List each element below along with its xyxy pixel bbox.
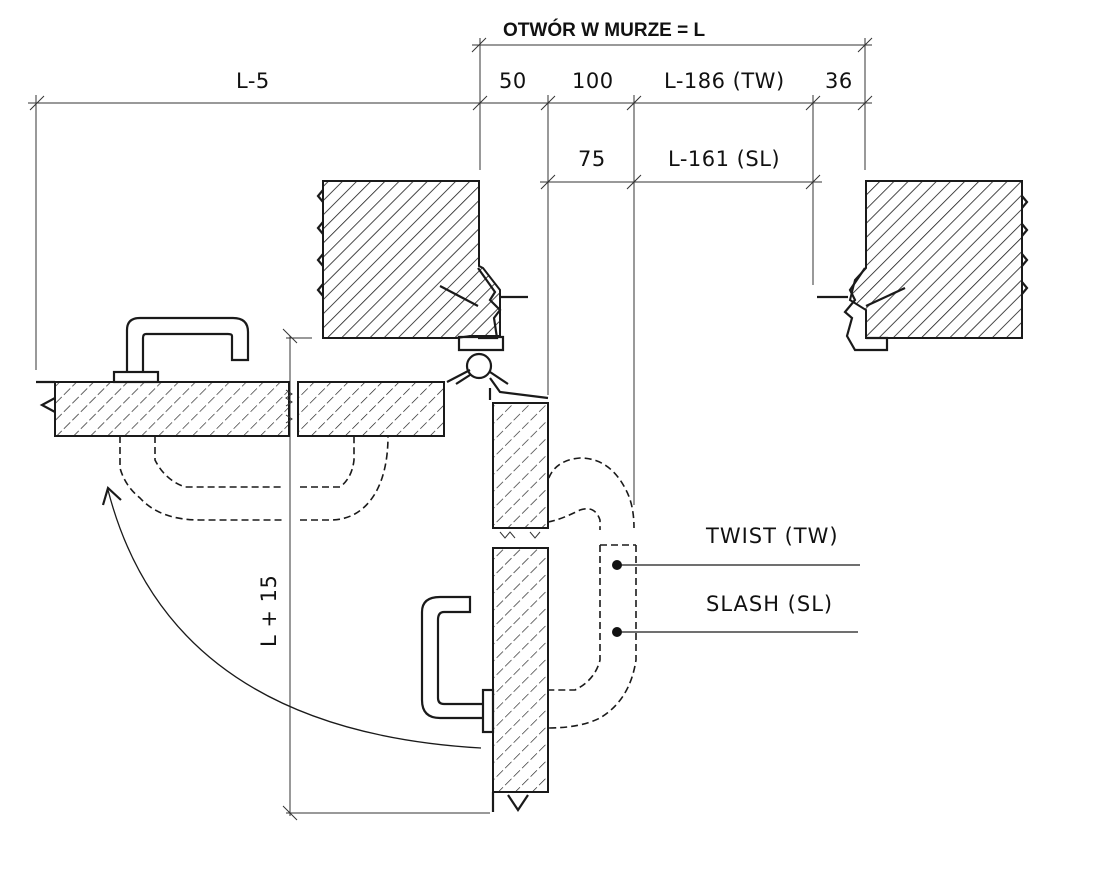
twist-label: TWIST (TW) — [705, 524, 839, 548]
closed-door-pull-dashed — [547, 457, 637, 729]
door-swing-arc — [101, 485, 482, 749]
right-frame-profile — [817, 267, 906, 352]
dimension-gap-50: 50 — [499, 69, 527, 93]
twist-leader — [612, 560, 860, 570]
open-door-leaf — [36, 380, 445, 437]
wall-opening-title: OTWÓR W MURZE = L — [503, 19, 706, 41]
left-wall — [316, 180, 501, 339]
left-frame-profile — [439, 267, 528, 352]
dimension-leaf-width: L + 15 — [257, 575, 281, 647]
right-wall — [848, 180, 1029, 339]
closed-door-leaf — [491, 402, 549, 812]
dimension-gap-75: 75 — [578, 147, 606, 171]
dimension-twist-width: L-186 (TW) — [664, 69, 785, 93]
hinge — [446, 352, 549, 400]
dimension-left-width: L-5 — [236, 69, 270, 93]
open-door-handle — [112, 316, 250, 384]
closed-door-handle — [420, 595, 495, 734]
slash-label: SLASH (SL) — [706, 592, 833, 616]
dimension-end-36: 36 — [825, 69, 853, 93]
open-door-pull-dashed — [119, 435, 389, 521]
slash-leader — [612, 627, 858, 637]
dimension-slash-width: L-161 (SL) — [668, 147, 780, 171]
dimension-gap-100: 100 — [572, 69, 614, 93]
